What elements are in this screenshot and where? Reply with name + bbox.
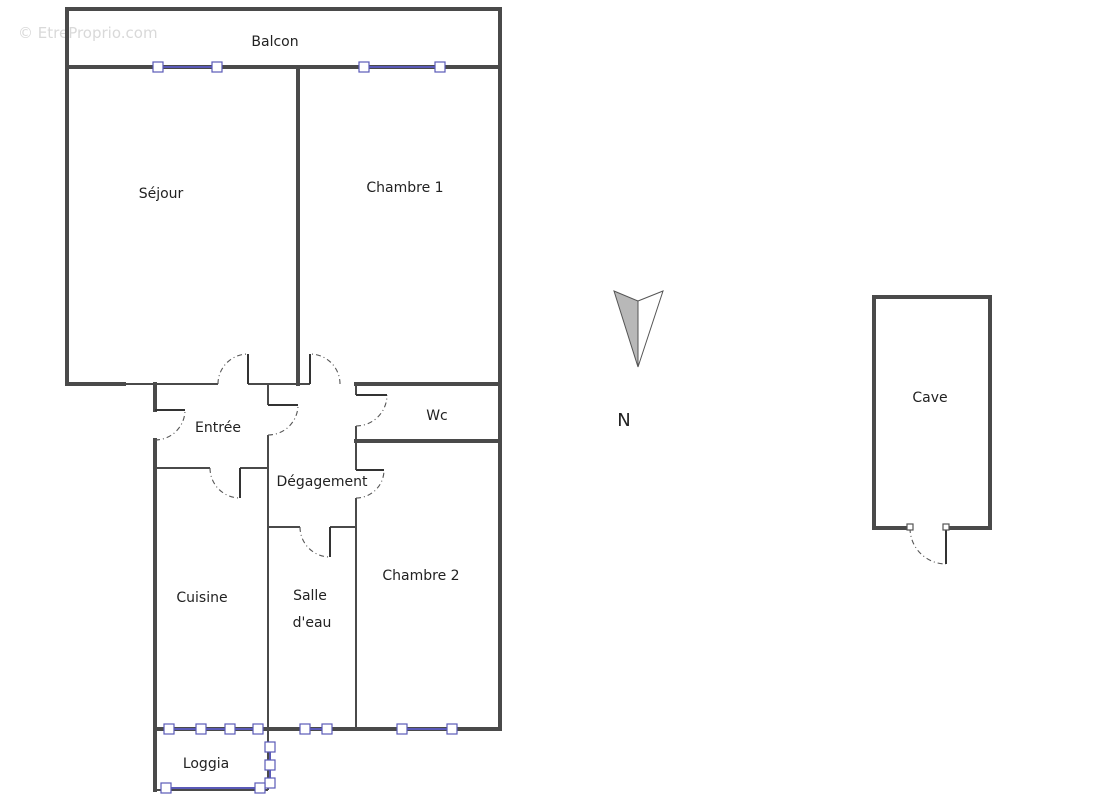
windows <box>152 61 458 794</box>
compass-north-label: N <box>617 410 630 431</box>
room-label-cave: Cave <box>912 390 947 406</box>
room-label-wc: Wc <box>426 408 448 424</box>
watermark: © EtreProprio.com <box>18 24 158 42</box>
cave-plan <box>872 295 992 565</box>
room-label-deau: d'eau <box>293 615 332 631</box>
room-label-cuisine: Cuisine <box>176 590 227 606</box>
north-arrow-icon <box>613 290 664 368</box>
room-label-loggia: Loggia <box>183 756 229 772</box>
room-label-salle: Salle <box>293 588 327 604</box>
room-label-sejour: Séjour <box>139 186 184 202</box>
walls <box>65 7 502 792</box>
doors <box>154 353 388 558</box>
room-label-degagement: Dégagement <box>277 474 368 490</box>
room-label-chambre-1: Chambre 1 <box>366 180 443 196</box>
room-label-entree: Entrée <box>195 420 241 436</box>
room-label-chambre-2: Chambre 2 <box>382 568 459 584</box>
room-label-balcon: Balcon <box>251 34 298 50</box>
